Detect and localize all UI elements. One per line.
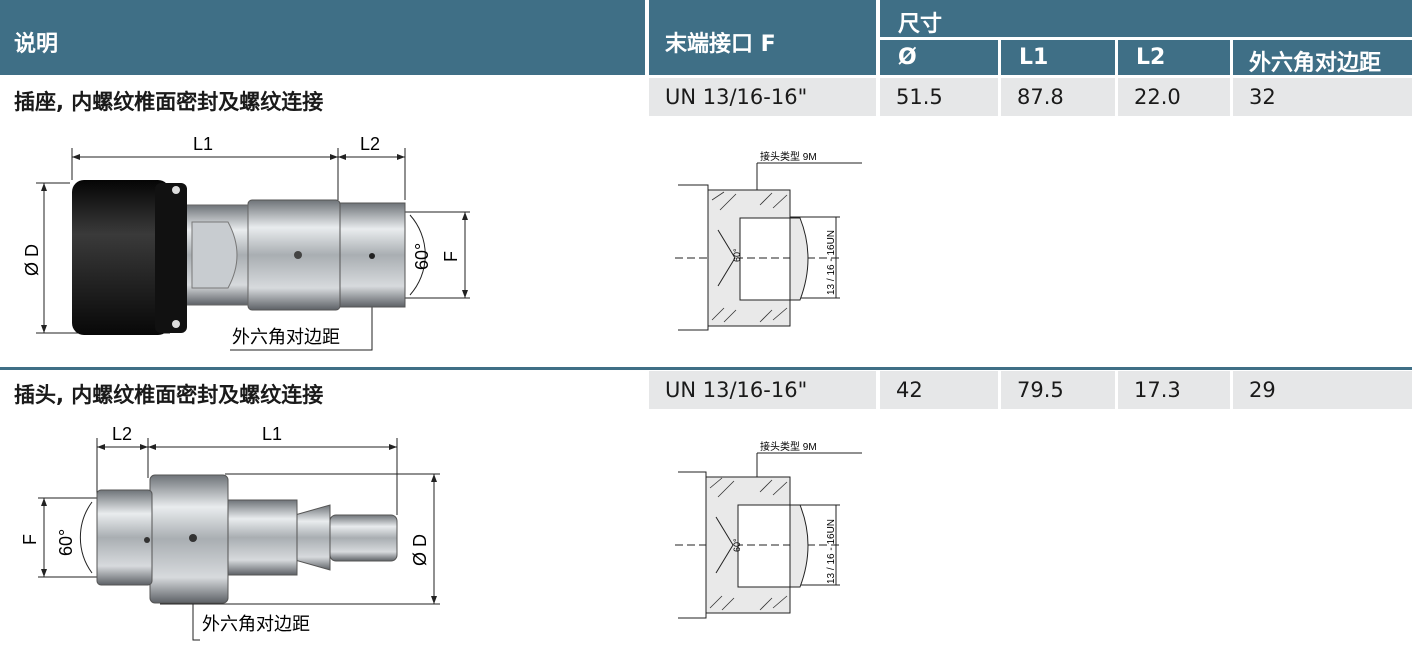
row1-section-angle: 60° (732, 248, 742, 262)
row1-hex-cell: 32 (1233, 78, 1412, 116)
header-sub-d: Ø (880, 40, 998, 75)
row2-dim-angle: 60° (56, 529, 76, 556)
row-separator (0, 367, 1412, 370)
row1-dim-f: F (441, 251, 461, 262)
header-dimensions: 尺寸 (880, 0, 1412, 37)
row1-dim-angle: 60° (412, 243, 432, 270)
row2-hex-cell: 29 (1233, 371, 1412, 409)
header-sub-hex-label: 外六角对边距 (1249, 51, 1382, 76)
row2-section-drawing: 接头类型 9M 13 / 16 - 16UN 60° (675, 440, 862, 619)
row1-l1-cell: 87.8 (1001, 78, 1115, 116)
row2-l1-value: 79.5 (1017, 378, 1064, 402)
row2-hex-label: 外六角对边距 (202, 614, 310, 634)
row2-dim-l1: L1 (262, 424, 282, 444)
row1-d-value: 51.5 (896, 85, 943, 109)
header-sub-l1: L1 (1001, 40, 1115, 75)
row1-l1-value: 87.8 (1017, 85, 1064, 109)
row2-end-cell: UN 13/16-16" (649, 371, 876, 409)
row1-l2-value: 22.0 (1134, 85, 1181, 109)
row2-d-value: 42 (896, 378, 923, 402)
row2-plug-drawing: L2 L1 F 60° Ø D 外六角对边距 (20, 424, 440, 641)
row1-section-type: 接头类型 9M (760, 150, 817, 163)
row2-section-angle: 60° (732, 538, 742, 552)
row1-d-cell: 51.5 (880, 78, 998, 116)
header-end-connection: 末端接口 F (649, 0, 876, 75)
row2-section-thread: 13 / 16 - 16UN (826, 519, 837, 584)
row1-hex-value: 32 (1249, 85, 1276, 109)
row2-dim-f: F (20, 534, 40, 545)
row1-hex-label: 外六角对边距 (232, 327, 340, 347)
header-end-connection-label: 末端接口 F (665, 32, 776, 57)
row1-dim-l1: L1 (193, 134, 213, 154)
header-description-label: 说明 (14, 32, 59, 57)
row1-end-value: UN 13/16-16" (665, 85, 808, 109)
row2-end-value: UN 13/16-16" (665, 378, 808, 402)
row1-l2-cell: 22.0 (1118, 78, 1230, 116)
header-description: 说明 (0, 0, 645, 75)
row2-dim-l2: L2 (112, 424, 132, 444)
row1-dim-l2: L2 (360, 134, 380, 154)
row2-hex-value: 29 (1249, 378, 1276, 402)
header-sub-d-label: Ø (898, 45, 917, 70)
row1-title: 插座, 内螺纹椎面密封及螺纹连接 (14, 90, 324, 114)
row2-title: 插头, 内螺纹椎面密封及螺纹连接 (14, 383, 324, 407)
header-dimensions-label: 尺寸 (898, 12, 943, 37)
header-sub-l2-label: L2 (1136, 45, 1166, 70)
header-sub-l2: L2 (1118, 40, 1230, 75)
row2-l2-cell: 17.3 (1118, 371, 1230, 409)
row1-end-cell: UN 13/16-16" (649, 78, 876, 116)
row2-section-type: 接头类型 9M (760, 440, 817, 453)
header-sub-l1-label: L1 (1019, 45, 1049, 70)
row2-dim-d: Ø D (410, 534, 430, 566)
row2-d-cell: 42 (880, 371, 998, 409)
row1-socket-drawing: L1 L2 Ø D F 60° 外六角对边距 (22, 134, 470, 351)
row2-l2-value: 17.3 (1134, 378, 1181, 402)
row1-dim-d: Ø D (22, 244, 42, 276)
header-sub-hex: 外六角对边距 (1233, 40, 1412, 76)
row1-section-drawing: 接头类型 9M 13 / 16 - 16UN 60° (675, 150, 862, 331)
row2-l1-cell: 79.5 (1001, 371, 1115, 409)
row1-section-thread: 13 / 16 - 16UN (826, 230, 837, 295)
